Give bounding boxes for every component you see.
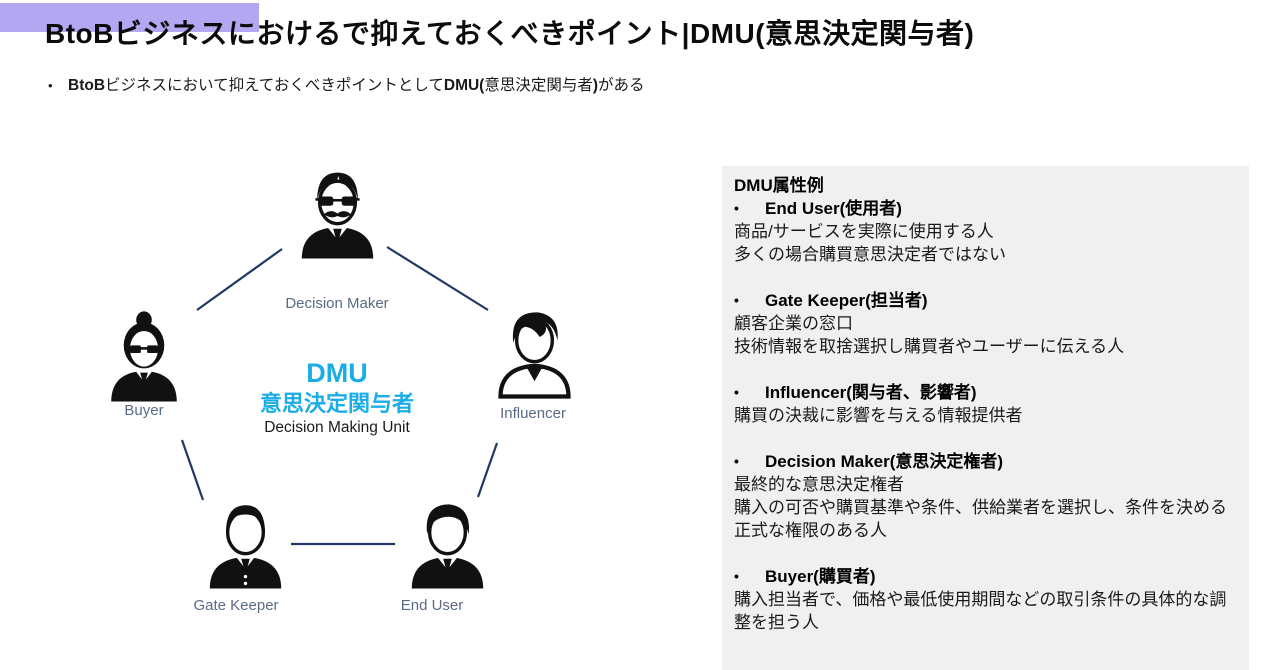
end-user-label: End User: [401, 597, 464, 614]
dmu-pentagon-diagram: Decision Maker Buyer Influencer Gate Kee…: [111, 170, 680, 614]
influencer-person-icon: [501, 312, 569, 396]
bullet-marker: •: [734, 384, 739, 400]
panel-section-buyer: • Buyer(購買者) 購入担当者で、価格や最低使用期間などの取引条件の具体的…: [734, 565, 1237, 634]
end-user-person-icon: [410, 502, 485, 591]
panel-section-influencer: • Influencer(関与者、影響者) 購買の決裁に影響を与える情報提供者: [734, 381, 1237, 427]
section-line: 技術情報を取捨選択し購買者やユーザーに伝える人: [734, 337, 1125, 356]
diagram-center-caption: DMU 意思決定関与者 Decision Making Unit: [260, 358, 414, 436]
section-line: 購入担当者で、価格や最低使用期間などの取引条件の具体的な調整を担う人: [734, 590, 1227, 632]
bullet-marker: •: [734, 568, 739, 584]
section-line: 商品/サービスを実際に使用する人: [734, 222, 994, 241]
panel-title: DMU属性例: [734, 176, 824, 195]
decision-maker-label: Decision Maker: [285, 295, 388, 312]
node-end-user: End User: [401, 502, 485, 614]
gate-keeper-person-icon: [208, 503, 283, 591]
influencer-label: Influencer: [500, 405, 566, 422]
center-dmu-subtitle: Decision Making Unit: [264, 419, 410, 436]
node-gate-keeper: Gate Keeper: [193, 503, 283, 614]
bullet-marker: •: [734, 453, 739, 469]
node-decision-maker: Decision Maker: [285, 170, 389, 312]
title-accent-bar: [0, 3, 259, 32]
summary-bullet: • BtoBビジネスにおいて抑えておくべきポイントとしてDMU(意思決定関与者)…: [48, 73, 645, 95]
panel-section-end-user: • End User(使用者) 商品/サービスを実際に使用する人 多くの場合購買…: [734, 197, 1237, 266]
section-line: 顧客企業の窓口: [734, 314, 853, 333]
bullet-marker: •: [734, 292, 739, 308]
section-heading: Influencer(関与者、影響者): [765, 383, 977, 402]
gate-keeper-label: Gate Keeper: [193, 597, 278, 614]
center-dmu-text: DMU: [306, 358, 368, 388]
decision-maker-person-icon: [300, 170, 375, 261]
section-line: 最終的な意思決定権者: [734, 475, 904, 494]
section-line: 購買の決裁に影響を与える情報提供者: [734, 406, 1023, 425]
page-title: BtoBビジネスにおけるで抑えておくべきポイント|DMU(意思決定関与者): [45, 18, 975, 49]
dmu-attributes-panel: DMU属性例 • End User(使用者) 商品/サービスを実際に使用する人 …: [722, 166, 1249, 670]
node-buyer: Buyer: [111, 311, 177, 419]
summary-text: BtoBビジネスにおいて抑えておくべきポイントとしてDMU(意思決定関与者)があ…: [68, 77, 645, 94]
section-heading: End User(使用者): [765, 199, 902, 218]
section-line: 購入の可否や購買基準や条件、供給業者を選択し、条件を決める正式な権限のある人: [734, 498, 1227, 540]
section-heading: Gate Keeper(担当者): [765, 291, 928, 310]
bullet-marker: •: [48, 78, 53, 93]
bullet-marker: •: [734, 200, 739, 216]
buyer-label: Buyer: [124, 402, 163, 419]
section-line: 多くの場合購買意思決定者ではない: [734, 245, 1006, 264]
panel-section-gate-keeper: • Gate Keeper(担当者) 顧客企業の窓口 技術情報を取捨選択し購買者…: [734, 289, 1237, 358]
panel-section-decision-maker: • Decision Maker(意思決定権者) 最終的な意思決定権者 購入の可…: [734, 450, 1237, 542]
pentagon-connectors: [180, 246, 499, 546]
section-heading: Buyer(購買者): [765, 567, 876, 586]
center-dmu-japanese-text: 意思決定関与者: [260, 391, 414, 416]
buyer-person-icon: [111, 311, 177, 402]
section-heading: Decision Maker(意思決定権者): [765, 452, 1004, 471]
node-influencer: Influencer: [500, 312, 568, 422]
